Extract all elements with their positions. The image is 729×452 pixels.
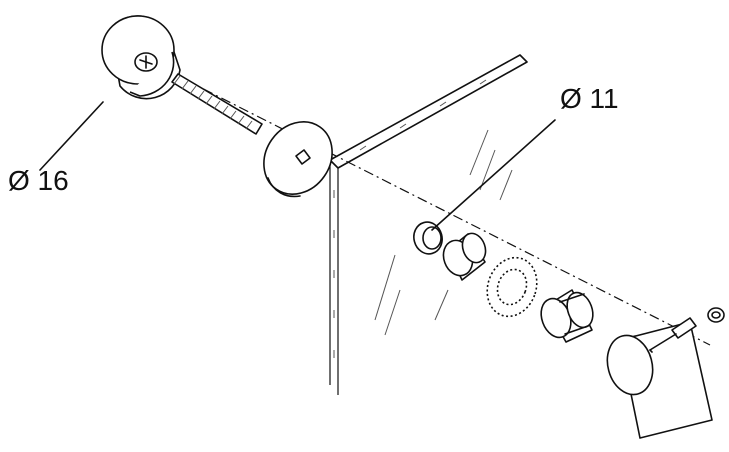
sleeve-bushing <box>413 221 443 255</box>
glass-panel <box>329 54 528 395</box>
fixing-nut <box>540 289 594 343</box>
label-dia-11: Ø 11 <box>560 83 619 114</box>
grub-screw <box>649 317 697 351</box>
label-dia-16: Ø 16 <box>8 165 69 196</box>
cap-nut <box>101 15 181 100</box>
handle-tube <box>606 321 713 439</box>
spacer-sleeve <box>442 232 487 281</box>
glass-top-edge <box>329 54 528 169</box>
leader-dia-16 <box>39 101 104 171</box>
threaded-rod <box>171 73 263 135</box>
end-cap <box>707 307 725 323</box>
disc-washer <box>263 121 333 198</box>
washer-square-hole <box>295 149 311 165</box>
serrated-washer <box>486 256 538 318</box>
assembly-axis <box>149 61 711 346</box>
leader-dia-11 <box>431 119 556 231</box>
